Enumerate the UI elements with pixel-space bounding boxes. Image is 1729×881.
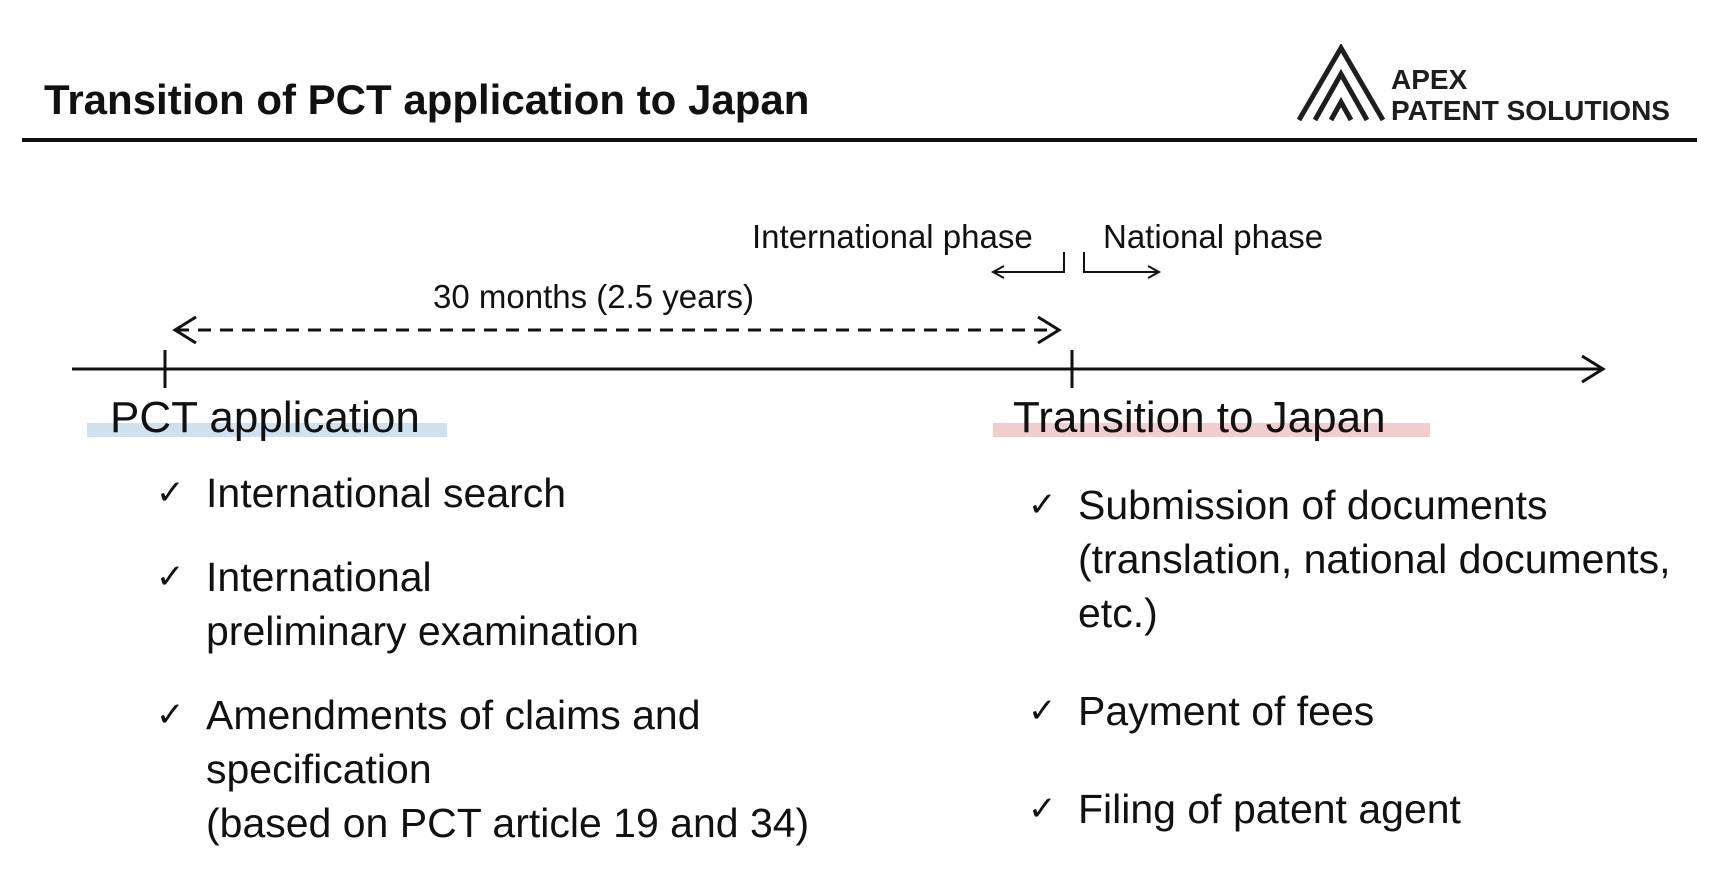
item-line: Amendments of claims and (206, 688, 809, 742)
checklist-item: ✓ International search (206, 466, 809, 520)
international-phase-label: International phase (752, 218, 1033, 256)
item-line: Submission of documents (1078, 478, 1671, 532)
checklist-item: ✓ International preliminary examination (206, 550, 809, 658)
item-line: etc.) (1078, 586, 1671, 640)
item-line: Payment of fees (1078, 684, 1671, 738)
check-icon: ✓ (1028, 684, 1057, 738)
pct-application-checklist: ✓ International search ✓ International p… (206, 466, 809, 850)
checklist-item: ✓ Submission of documents (translation, … (1078, 478, 1671, 640)
checklist-item: ✓ Payment of fees (1078, 684, 1671, 738)
check-icon: ✓ (156, 466, 185, 520)
checklist-item: ✓ Amendments of claims and specification… (206, 688, 809, 850)
item-line: International (206, 550, 809, 604)
transition-japan-checklist: ✓ Submission of documents (translation, … (1078, 478, 1671, 836)
checklist-item: ✓ Filing of patent agent (1078, 782, 1671, 836)
check-icon: ✓ (156, 688, 185, 742)
item-line: Filing of patent agent (1078, 782, 1671, 836)
item-line: preliminary examination (206, 604, 809, 658)
item-line: (based on PCT article 19 and 34) (206, 796, 809, 850)
duration-label: 30 months (2.5 years) (433, 278, 754, 316)
item-line: (translation, national documents, (1078, 532, 1671, 586)
item-line: specification (206, 742, 809, 796)
national-phase-label: National phase (1103, 218, 1323, 256)
check-icon: ✓ (1028, 478, 1057, 532)
item-line: International search (206, 466, 809, 520)
transition-japan-heading: Transition to Japan (1013, 393, 1386, 443)
check-icon: ✓ (1028, 782, 1057, 836)
pct-application-heading: PCT application (110, 393, 420, 443)
check-icon: ✓ (156, 550, 185, 604)
